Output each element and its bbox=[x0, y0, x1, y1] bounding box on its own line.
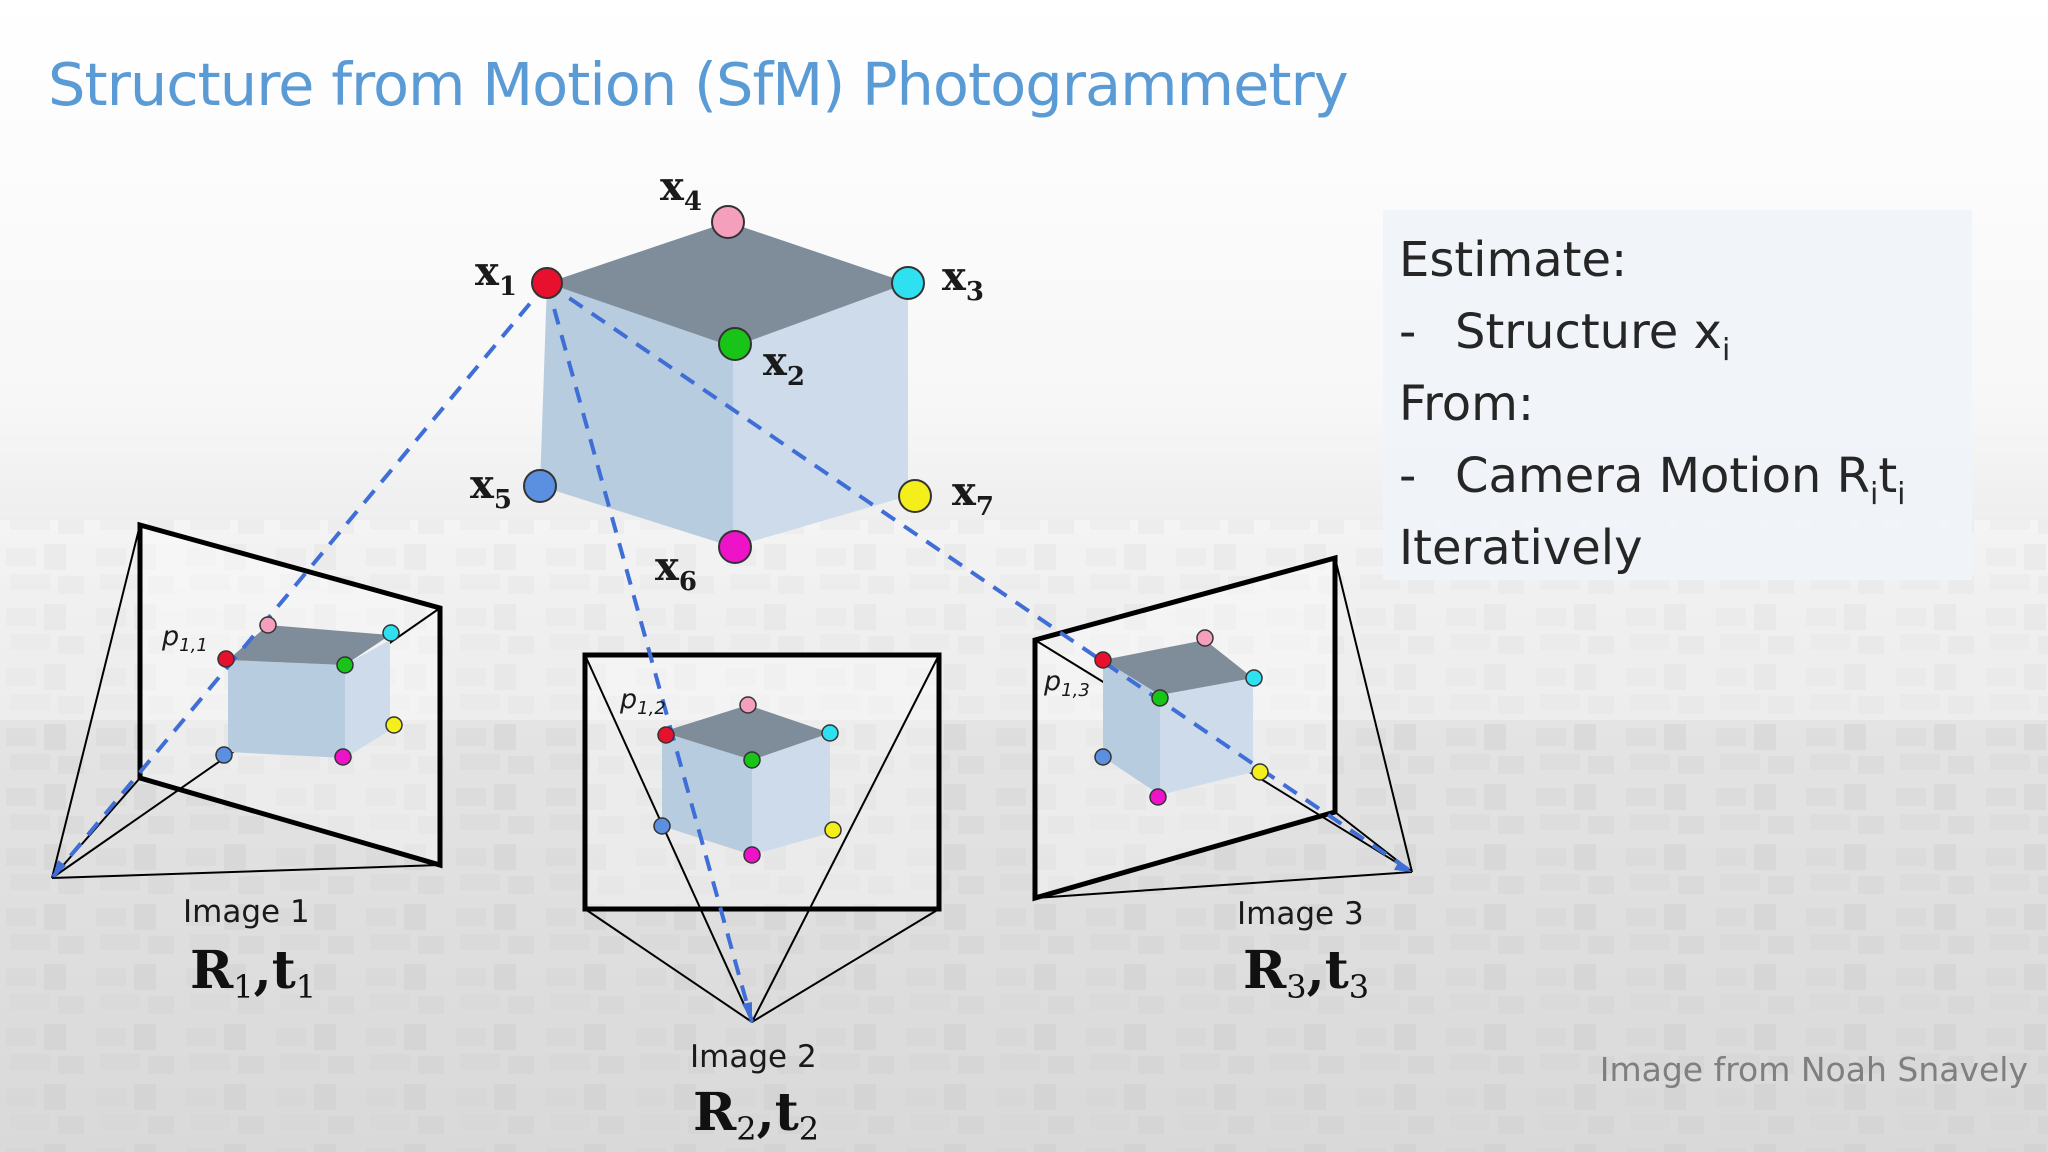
structure-text: Structure xi bbox=[1455, 304, 1731, 368]
ray-arrowheads bbox=[52, 860, 1412, 1022]
camera-1-cube-projection bbox=[228, 625, 390, 758]
label-p12: p1,2 bbox=[619, 684, 666, 719]
camera-motion-text: Camera Motion Riti bbox=[1455, 448, 1906, 512]
cube-left-face bbox=[540, 283, 733, 547]
point-x5 bbox=[523, 469, 557, 503]
camera-2 bbox=[582, 652, 942, 1023]
info-iteratively: Iteratively bbox=[1399, 520, 1643, 576]
info-estimate-heading: Estimate: bbox=[1399, 232, 1628, 288]
info-structure-bullet: - Structure xi bbox=[1399, 296, 1956, 368]
point-x3 bbox=[891, 266, 925, 300]
bullet-dash: - bbox=[1399, 304, 1417, 360]
world-points bbox=[523, 205, 932, 564]
camera-3-points bbox=[1094, 629, 1269, 806]
camera-2-cube-projection bbox=[662, 705, 830, 855]
label-p11: p1,1 bbox=[161, 621, 208, 656]
camera-1-points bbox=[215, 616, 403, 766]
point-x7 bbox=[898, 479, 932, 513]
point-x4 bbox=[711, 205, 745, 239]
image-credit: Image from Noah Snavely bbox=[1599, 1050, 2028, 1089]
point-x1 bbox=[531, 267, 563, 299]
info-camera-motion-bullet: - Camera Motion Riti bbox=[1399, 440, 1956, 512]
cube-right-face bbox=[733, 283, 908, 547]
image-1-label: Image 1 bbox=[183, 894, 310, 930]
estimate-info-box: Estimate: - Structure xi From: - Camera … bbox=[1383, 210, 1972, 580]
camera-1 bbox=[51, 521, 443, 879]
label-x6: x6 bbox=[655, 543, 697, 597]
camera-labels: Image 1 R1,t1 Image 2 R2,t2 Image 3 R3,t… bbox=[183, 894, 1369, 1148]
camera-2-frustum bbox=[584, 654, 940, 1023]
label-x3: x3 bbox=[942, 253, 984, 307]
slide-title: Structure from Motion (SfM) Photogrammet… bbox=[48, 50, 1349, 119]
label-x4: x4 bbox=[660, 163, 702, 217]
ray-to-camera-2 bbox=[545, 282, 754, 1023]
label-x5: x5 bbox=[470, 461, 512, 515]
camera-3-cube-projection bbox=[1103, 640, 1253, 795]
point-labels: x1 x2 x3 x4 x5 x6 x7 bbox=[470, 163, 994, 597]
label-x1: x1 bbox=[475, 248, 517, 302]
label-p13: p1,3 bbox=[1043, 666, 1090, 701]
label-x2: x2 bbox=[763, 338, 805, 392]
label-x7: x7 bbox=[952, 468, 994, 522]
info-from-heading: From: bbox=[1399, 376, 1535, 432]
cube-top-face bbox=[547, 222, 908, 347]
pose-2-label: R2,t2 bbox=[693, 1082, 819, 1148]
bullet-dash: - bbox=[1399, 448, 1417, 504]
world-cube bbox=[540, 222, 908, 547]
camera-3 bbox=[1032, 554, 1413, 902]
pose-1-label: R1,t1 bbox=[190, 940, 316, 1006]
pose-3-label: R3,t3 bbox=[1243, 940, 1369, 1006]
ray-to-camera-1 bbox=[50, 281, 549, 880]
projection-labels: p1,1 p1,2 p1,3 bbox=[161, 621, 1090, 719]
image-2-label: Image 2 bbox=[690, 1039, 817, 1075]
image-3-label: Image 3 bbox=[1237, 896, 1364, 932]
point-x6 bbox=[718, 530, 752, 564]
point-x2 bbox=[718, 327, 752, 361]
camera-2-points bbox=[653, 696, 842, 864]
